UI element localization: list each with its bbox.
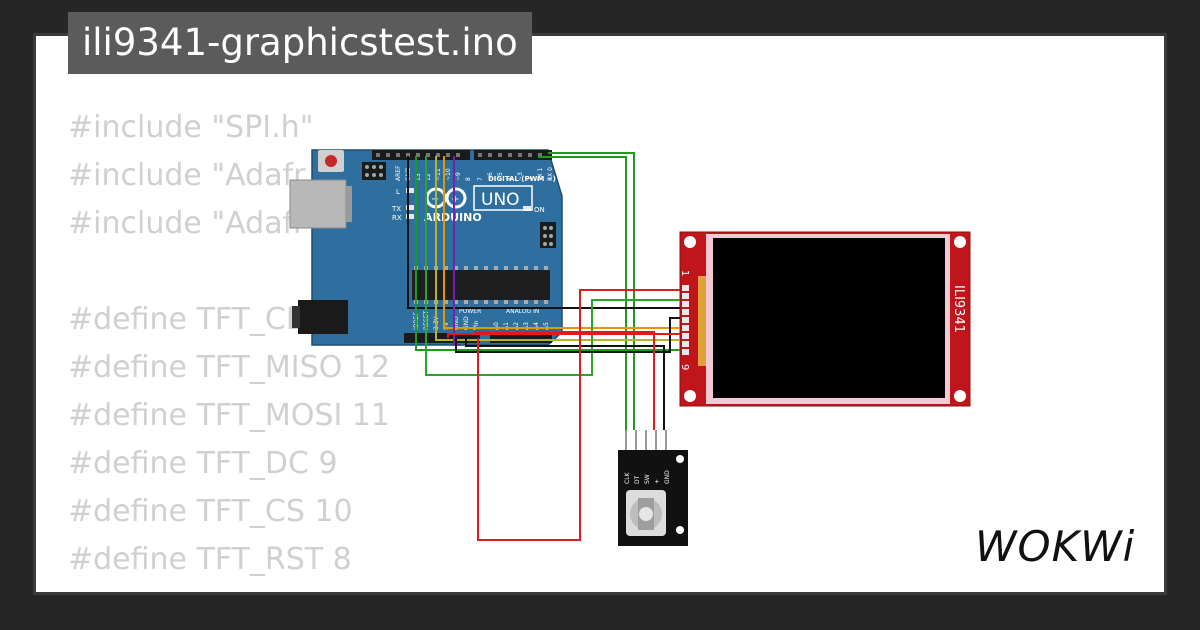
wire-olive	[435, 156, 680, 341]
pin-label-13: 13	[415, 173, 422, 181]
code-line: #define TFT_DC 9	[68, 446, 338, 481]
encoder-pin-sw: SW	[644, 474, 651, 484]
pin-label-gnd1: GND	[453, 316, 460, 330]
header-digital-low	[474, 150, 552, 160]
pin-label-3: ~3	[517, 172, 524, 181]
display-pin-first: 1	[679, 270, 690, 276]
wire-black-encoder	[465, 338, 665, 430]
pin-label-6: ~6	[487, 172, 494, 181]
code-line: #define TFT_MOSI 11	[68, 398, 391, 433]
pin-label-9: ~9	[455, 172, 462, 181]
pin-label-5v: 5V	[443, 321, 450, 330]
wire-red-display	[447, 333, 680, 338]
pin-label-tx: TX 1	[537, 167, 544, 182]
code-line: #define TFT_RST 8	[68, 542, 352, 577]
code-line: #include "SPI.h"	[68, 110, 314, 145]
pin-label-5: ~5	[497, 172, 504, 181]
display-screen	[713, 238, 945, 398]
pin-label-4: 4	[507, 177, 514, 181]
code-line: #define TFT_CL	[68, 302, 303, 337]
led-l-label: L	[396, 188, 400, 196]
code-line: #define TFT_MISO 12	[68, 350, 391, 385]
encoder-pin-dt: DT	[634, 475, 641, 484]
atmega-chip	[412, 270, 550, 300]
svg-text:+: +	[451, 194, 459, 205]
pin-label-2: 2	[527, 177, 534, 181]
pin-label-rx: RX 0	[547, 167, 554, 181]
encoder-pin-clk: CLK	[624, 471, 631, 484]
analog-header-label: ANALOG IN	[506, 308, 539, 315]
led-on-label: ON	[534, 206, 545, 214]
wokwi-logo: WOKWi	[975, 522, 1136, 571]
code-line: #define TFT_CS 10	[68, 494, 353, 529]
power-jack	[298, 300, 348, 334]
model-label: UNO	[481, 190, 520, 210]
wires	[407, 152, 680, 541]
sketch-title[interactable]: ili9341-graphicstest.ino	[68, 12, 532, 74]
wire-green-clk	[548, 152, 635, 430]
header-power	[404, 333, 480, 343]
header-digital-high	[372, 150, 470, 160]
pin-label-10: ~10	[445, 168, 452, 181]
diagram-card: #include "SPI.h"#include "Adafr#include …	[36, 36, 1164, 592]
pin-label-gnd2: GND	[463, 316, 470, 330]
pin-label-12: 12	[425, 173, 432, 181]
code-line: Adafruit_ILI9341 tft = Adafruit_ILI9341(…	[68, 584, 1150, 592]
power-header-label: POWER	[459, 308, 481, 315]
led-tx-label: TX	[391, 205, 401, 213]
wire-purple	[453, 156, 460, 346]
pin-label-a3: A3	[523, 322, 530, 330]
display-pin-last: 9	[679, 364, 690, 370]
pin-label-vin: Vin	[473, 320, 480, 330]
digital-header-label: DIGITAL (PWM ~)	[488, 175, 556, 183]
wire-orange	[443, 156, 680, 329]
pin-label-7: 7	[477, 177, 484, 181]
wire-green-loop	[425, 156, 680, 376]
pin-label-aref: AREF	[395, 165, 402, 181]
wire-red-encoder	[474, 331, 655, 430]
wire-red-loop	[477, 289, 680, 541]
display-model-label: ILI9341	[951, 285, 966, 333]
pin-label-11: ~11	[435, 168, 442, 181]
header-analog	[490, 333, 552, 343]
pin-label-a5: A5	[543, 322, 550, 330]
ili9341-display[interactable]: 1 9 ILI9341	[679, 231, 971, 407]
pin-label-a4: A4	[533, 322, 540, 330]
rotary-encoder[interactable]: CLK DT SW + GND	[618, 430, 688, 546]
code-preview: #include "SPI.h"#include "Adafr#include …	[68, 104, 1150, 592]
brand-label: ARDUINO	[424, 211, 482, 224]
led-rx-label: RX	[392, 214, 402, 222]
pin-label-a0: A0	[493, 322, 500, 330]
encoder-pin-gnd: GND	[664, 470, 671, 484]
pin-label-a2: A2	[513, 322, 520, 330]
usb-connector	[289, 179, 347, 229]
wire-black-gnd	[407, 156, 680, 309]
pin-label-a1: A1	[503, 322, 510, 330]
pin-label-8: 8	[465, 177, 472, 181]
encoder-pin-plus: +	[654, 479, 661, 484]
wire-black-2	[455, 317, 680, 353]
